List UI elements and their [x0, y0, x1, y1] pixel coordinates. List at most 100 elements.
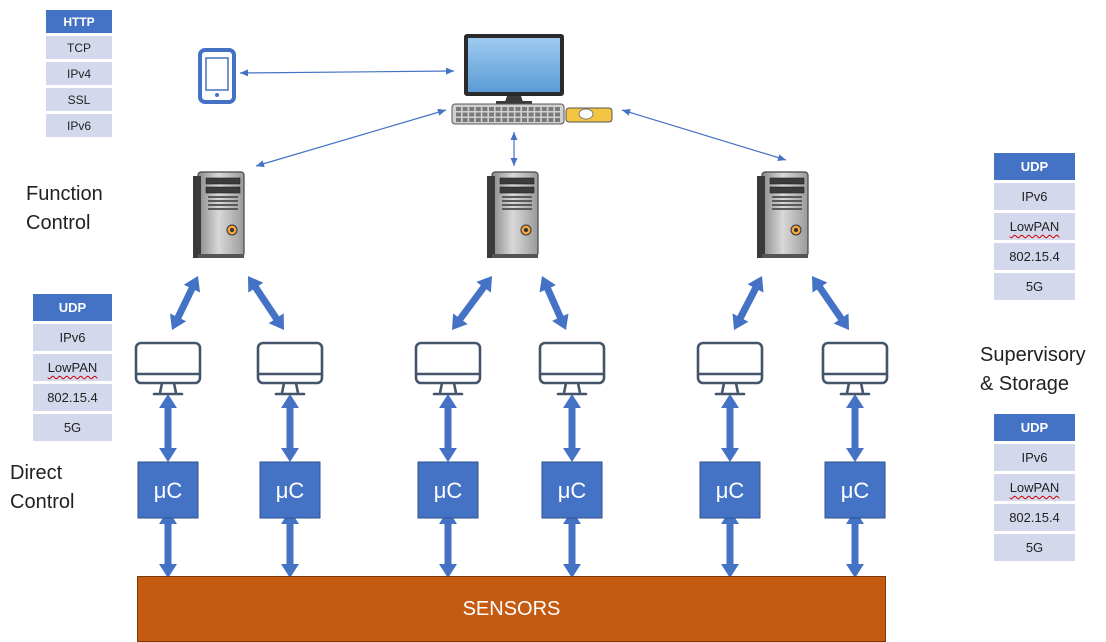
keyboard-key: [535, 118, 541, 122]
keyboard-key: [541, 107, 547, 111]
keyboard-key: [475, 118, 481, 122]
protocol-stack-http: HTTP TCP IPv4 SSL IPv6: [46, 10, 112, 137]
bidirectional-arrow: [846, 510, 864, 578]
keyboard-key: [555, 112, 560, 117]
microcontroller-box: μC: [541, 461, 603, 519]
protocol-layer: 802.15.4: [33, 384, 112, 411]
label-line: Function: [26, 183, 103, 205]
network-link: [255, 108, 447, 168]
microcontroller-box: μC: [259, 461, 321, 519]
monitor-icon: [696, 341, 764, 396]
protocol-layer: UDP: [994, 153, 1075, 180]
keyboard-key: [508, 118, 514, 122]
bidirectional-arrow: [159, 394, 177, 462]
bidirectional-arrow: [452, 276, 492, 330]
microcontroller-box: μC: [699, 461, 761, 519]
protocol-layer: LowPAN: [994, 213, 1075, 240]
keyboard-key: [475, 107, 481, 111]
keyboard-key: [548, 118, 554, 122]
keyboard-key: [535, 112, 541, 117]
server-tower-icon: [486, 171, 539, 259]
bidirectional-arrow: [170, 276, 200, 330]
keyboard-key: [515, 107, 521, 111]
monitor-icon: [256, 341, 324, 396]
bidirectional-arrow: [248, 276, 284, 330]
server-tower-icon: [192, 171, 245, 259]
keyboard-key: [489, 118, 494, 122]
protocol-layer: 5G: [994, 273, 1075, 300]
bidirectional-arrow: [732, 276, 764, 330]
protocol-stack-supervisory-bottom: UDP IPv6 LowPAN 802.15.4 5G: [994, 414, 1075, 561]
protocol-layer: UDP: [33, 294, 112, 321]
keyboard-key: [495, 107, 501, 111]
bidirectional-arrow: [563, 510, 581, 578]
keyboard-key: [482, 118, 488, 122]
keyboard-key: [469, 107, 475, 111]
bidirectional-arrow: [281, 510, 299, 578]
protocol-layer: 802.15.4: [994, 504, 1075, 531]
keyboard-key: [548, 112, 554, 117]
keyboard-key: [528, 107, 534, 111]
server-tower-icon: [756, 171, 809, 259]
label-line: & Storage: [980, 373, 1069, 395]
bidirectional-arrow: [563, 394, 581, 462]
keyboard-key: [502, 107, 508, 111]
protocol-layer: 5G: [33, 414, 112, 441]
network-link: [239, 67, 455, 77]
bidirectional-arrow: [439, 510, 457, 578]
keyboard-key: [541, 118, 547, 122]
keyboard-key: [469, 112, 475, 117]
keyboard-key: [482, 107, 488, 111]
protocol-layer: LowPAN: [994, 474, 1075, 501]
protocol-layer: IPv4: [46, 62, 112, 85]
label-line: Direct: [10, 462, 63, 484]
desktop-computer-icon: [451, 34, 613, 125]
link-arrows: [159, 276, 864, 578]
label-line: Supervisory: [980, 344, 1086, 366]
bidirectional-arrow: [812, 276, 849, 330]
keyboard-key: [528, 118, 534, 122]
keyboard-key: [482, 112, 488, 117]
microcontroller-label: μC: [154, 478, 183, 503]
supervisory-storage-label: Supervisory & Storage: [980, 341, 1086, 399]
keyboard-key: [528, 112, 534, 117]
keyboard-key: [508, 112, 514, 117]
protocol-layer: IPv6: [994, 444, 1075, 471]
network-links: [239, 67, 787, 168]
tablet-icon: [198, 48, 236, 104]
protocol-layer: IPv6: [33, 324, 112, 351]
bidirectional-arrow: [721, 394, 739, 462]
microcontroller-box: μC: [137, 461, 199, 519]
keyboard-key: [555, 107, 560, 111]
microcontroller-label: μC: [716, 478, 745, 503]
protocol-layer: HTTP: [46, 10, 112, 33]
microcontroller-label: μC: [434, 478, 463, 503]
sensors-bar: SENSORS: [137, 576, 886, 642]
keyboard-key: [495, 112, 501, 117]
keyboard-key: [456, 112, 461, 117]
keyboard-key: [469, 118, 475, 122]
keyboard-key: [489, 107, 494, 111]
monitor-icon: [134, 341, 202, 396]
network-link: [621, 108, 787, 162]
keyboard-key: [555, 118, 560, 122]
monitor-icon: [414, 341, 482, 396]
sensors-label: SENSORS: [462, 597, 561, 620]
protocol-stack-direct-control: UDP IPv6 LowPAN 802.15.4 5G: [33, 294, 112, 441]
protocol-layer: SSL: [46, 88, 112, 111]
protocol-stack-supervisory-top: UDP IPv6 LowPAN 802.15.4 5G: [994, 153, 1075, 300]
keyboard-key: [548, 107, 554, 111]
protocol-layer: TCP: [46, 36, 112, 59]
microcontroller-box: μC: [417, 461, 479, 519]
keyboard-key: [515, 118, 521, 122]
keyboard-key: [522, 118, 527, 122]
keyboard-key: [515, 112, 521, 117]
keyboard-key: [475, 112, 481, 117]
bidirectional-arrow: [721, 510, 739, 578]
function-control-label: Function Control: [26, 180, 103, 238]
bidirectional-arrow: [539, 276, 569, 330]
label-line: Control: [10, 491, 75, 513]
protocol-layer: 802.15.4: [994, 243, 1075, 270]
monitor-icon: [821, 341, 889, 396]
microcontroller-label: μC: [841, 478, 870, 503]
